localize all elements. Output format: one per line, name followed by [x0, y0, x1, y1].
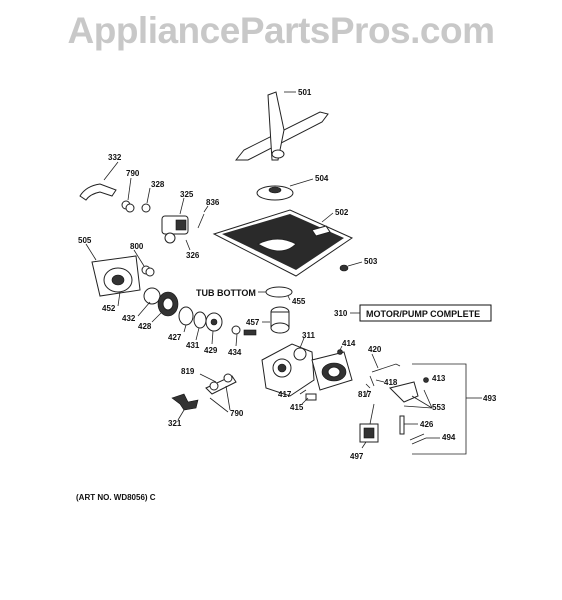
spring-clip-part	[141, 265, 155, 277]
callout-415: 415	[290, 403, 304, 412]
clamp-part	[121, 200, 135, 213]
seal-ring-part	[205, 312, 223, 332]
pump-housing-part	[91, 255, 141, 297]
fastener-part	[365, 375, 375, 389]
callout-503: 503	[364, 257, 378, 266]
callout-494: 494	[442, 433, 456, 442]
callout-452: 452	[102, 304, 116, 313]
spray-arm-hub-part	[256, 185, 294, 201]
tub-gasket-part	[265, 286, 293, 298]
wire-harness-part	[409, 433, 427, 445]
callout-417: 417	[278, 390, 292, 399]
callout-328: 328	[151, 180, 165, 189]
bolt-part	[423, 377, 429, 383]
gasket-part	[193, 311, 207, 329]
callout-505: 505	[78, 236, 92, 245]
hose-assembly-part	[205, 373, 237, 395]
art-number: (ART NO. WD8056) C	[76, 493, 156, 502]
callout-504: 504	[315, 174, 329, 183]
motor-pump-label: MOTOR/PUMP COMPLETE	[366, 309, 480, 319]
hose-part	[79, 183, 117, 201]
filter-plate-part	[212, 209, 354, 277]
watermark: AppliancePartsPros.com	[67, 10, 495, 51]
drain-valve-part	[161, 215, 189, 244]
motor-pump-box	[359, 304, 492, 322]
callout-790-top: 790	[126, 169, 140, 178]
callout-429: 429	[204, 346, 218, 355]
o-ring-part	[141, 203, 151, 213]
callout-325: 325	[180, 190, 194, 199]
motor-pump-ref-number: 310	[334, 309, 348, 318]
pump-assembly-part	[261, 343, 315, 397]
fan-part	[171, 393, 199, 411]
callout-321: 321	[168, 419, 182, 428]
tube-part	[270, 306, 290, 334]
callout-418: 418	[384, 378, 398, 387]
callout-493: 493	[483, 394, 497, 403]
callout-428: 428	[138, 322, 152, 331]
callout-420: 420	[368, 345, 382, 354]
motor-part	[305, 351, 353, 401]
callout-426: 426	[420, 420, 434, 429]
bracket-part	[389, 381, 419, 403]
callout-497: 497	[350, 452, 364, 461]
impeller-part	[143, 287, 179, 317]
callout-427: 427	[168, 333, 182, 342]
spring-part	[197, 213, 205, 229]
callout-414: 414	[342, 339, 356, 348]
callout-432: 432	[122, 314, 136, 323]
bearing-part	[231, 325, 257, 336]
seal-part	[178, 306, 194, 326]
wire-part	[371, 363, 401, 373]
spray-arm-part	[234, 91, 329, 161]
callout-413: 413	[432, 374, 446, 383]
screw-part	[337, 349, 343, 355]
callout-502: 502	[335, 208, 349, 217]
callout-501: 501	[298, 88, 312, 97]
callout-455: 455	[292, 297, 306, 306]
callout-332: 332	[108, 153, 122, 162]
callout-819: 819	[181, 367, 195, 376]
callout-431: 431	[186, 341, 200, 350]
callout-836: 836	[206, 198, 220, 207]
callout-434: 434	[228, 348, 242, 357]
callout-790-bottom: 790	[230, 409, 244, 418]
callout-817: 817	[358, 390, 372, 399]
callout-326: 326	[186, 251, 200, 260]
callout-311: 311	[302, 331, 315, 340]
nut-part	[339, 264, 349, 272]
callout-553: 553	[432, 403, 446, 412]
part-group-bracket	[412, 363, 467, 455]
insulator-part	[399, 415, 405, 435]
callout-800: 800	[130, 242, 144, 251]
tub-bottom-label: TUB BOTTOM	[196, 288, 256, 298]
switch-part	[359, 403, 379, 443]
callout-457: 457	[246, 318, 260, 327]
